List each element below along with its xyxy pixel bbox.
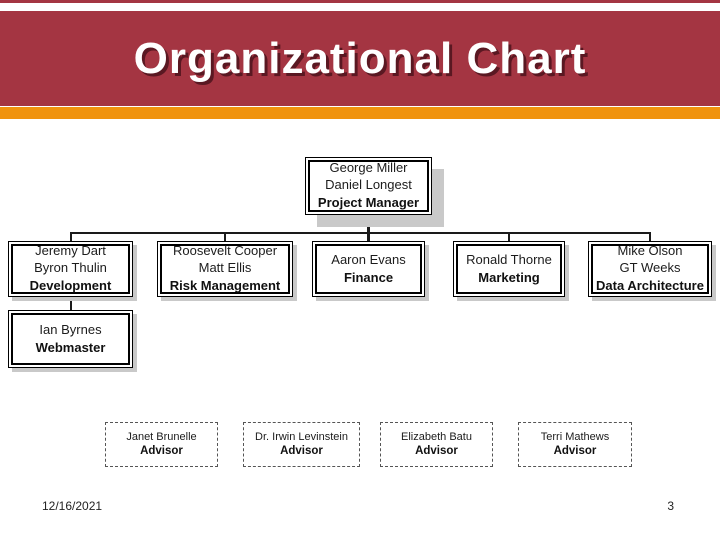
org-node-development: Jeremy Dart Byron Thulin Development <box>8 241 133 297</box>
org-node-frame: George Miller Daniel Longest Project Man… <box>308 160 429 212</box>
org-node-finance: Aaron Evans Finance <box>312 241 425 297</box>
connector-bus <box>70 232 651 234</box>
person-name: Aaron Evans <box>331 251 406 267</box>
person-name: Ian Byrnes <box>39 321 102 337</box>
slide-title: Organizational Chart <box>133 33 587 83</box>
connector-stub-marketing <box>508 232 510 241</box>
connector-stub-data-architecture <box>649 232 651 241</box>
person-name: Janet Brunelle <box>126 430 197 443</box>
person-name: George Miller <box>329 160 408 176</box>
connector-stub-development <box>70 232 72 241</box>
connector-webmaster-drop <box>70 297 72 310</box>
role-label: Webmaster <box>35 339 106 355</box>
advisor-node-terri-mathews: Terri Mathews Advisor <box>518 422 632 467</box>
role-label: Finance <box>343 269 394 285</box>
person-name: GT Weeks <box>619 260 681 276</box>
title-bar: Organizational Chart <box>0 11 720 106</box>
connector-root-drop <box>367 215 370 241</box>
advisor-node-irwin-levinstein: Dr. Irwin Levinstein Advisor <box>243 422 360 467</box>
footer-page-number: 3 <box>667 499 674 513</box>
role-label: Advisor <box>140 444 183 457</box>
role-label: Advisor <box>553 444 597 457</box>
person-name: Ronald Thorne <box>466 251 552 267</box>
org-node-frame: Aaron Evans Finance <box>315 244 422 294</box>
person-name: Jeremy Dart <box>35 243 106 259</box>
role-label: Marketing <box>478 269 540 285</box>
org-node-data-architecture: Mike Olson GT Weeks Data Architecture <box>588 241 712 297</box>
org-node-frame: Jeremy Dart Byron Thulin Development <box>11 243 130 294</box>
role-label: Development <box>29 278 112 294</box>
org-node-frame: Ian Byrnes Webmaster <box>11 313 130 365</box>
person-name: Roosevelt Cooper <box>172 243 278 259</box>
role-label: Risk Management <box>169 278 281 294</box>
org-node-risk-management: Roosevelt Cooper Matt Ellis Risk Managem… <box>157 241 293 297</box>
person-name: Matt Ellis <box>198 260 252 276</box>
person-name: Mike Olson <box>617 243 683 259</box>
person-name: Terri Mathews <box>540 430 610 443</box>
connector-stub-risk-management <box>224 232 226 241</box>
person-name: Byron Thulin <box>34 260 107 276</box>
role-label: Advisor <box>415 444 458 457</box>
role-label: Advisor <box>280 444 323 457</box>
org-node-project-manager: George Miller Daniel Longest Project Man… <box>305 157 432 215</box>
org-node-frame: Roosevelt Cooper Matt Ellis Risk Managem… <box>160 243 290 294</box>
person-name: Dr. Irwin Levinstein <box>255 430 348 443</box>
person-name: Elizabeth Batu <box>401 430 472 443</box>
footer-date: 12/16/2021 <box>42 499 103 513</box>
role-label: Project Manager <box>317 195 420 211</box>
org-node-marketing: Ronald Thorne Marketing <box>453 241 565 297</box>
accent-divider <box>0 107 720 119</box>
org-node-frame: Ronald Thorne Marketing <box>456 244 562 294</box>
advisor-node-elizabeth-batu: Elizabeth Batu Advisor <box>380 422 493 467</box>
org-node-frame: Mike Olson GT Weeks Data Architecture <box>591 243 709 294</box>
role-label: Data Architecture <box>596 278 704 294</box>
org-node-webmaster: Ian Byrnes Webmaster <box>8 310 133 368</box>
top-accent-strip <box>0 0 720 3</box>
advisor-node-janet-brunelle: Janet Brunelle Advisor <box>105 422 218 467</box>
person-name: Daniel Longest <box>325 177 412 193</box>
